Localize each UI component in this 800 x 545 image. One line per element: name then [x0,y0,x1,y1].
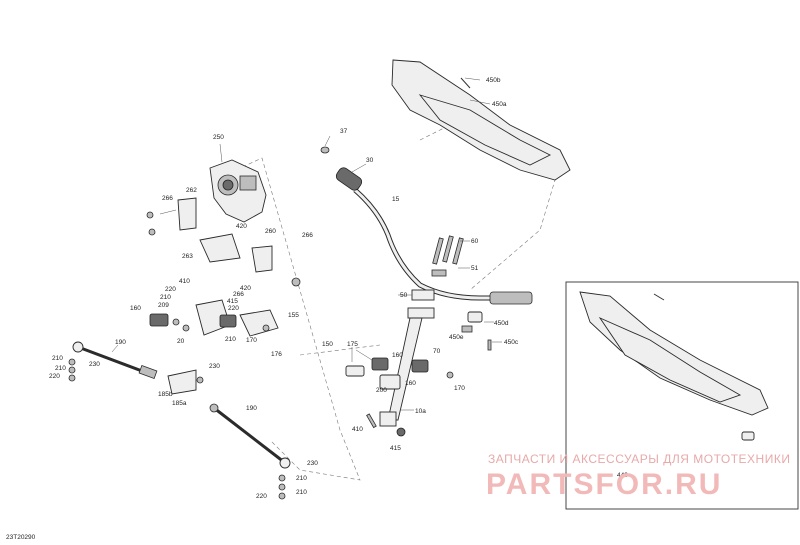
tie-rod-bracket [167,369,204,395]
callout-15: 15 [392,196,400,203]
callout-30: 30 [366,157,374,164]
callout-51: 51 [471,265,479,272]
callout-220-d: 220 [256,493,267,500]
callout-415-b: 415 [227,298,238,305]
callout-230-a: 230 [89,361,100,368]
callout-210-f: 210 [296,489,307,496]
callout-449: 449 [617,472,628,479]
callout-420-b: 420 [240,285,251,292]
callout-170-b: 170 [246,337,257,344]
handlebar-bolts [431,235,470,277]
callout-10a: 10a [415,408,426,415]
callout-176: 176 [271,351,282,358]
lower-bolts [366,413,406,437]
callout-210-e: 210 [296,475,307,482]
callout-420-a: 420 [236,223,247,230]
callout-220-c: 220 [49,373,60,380]
handlebar-clamp [398,289,435,319]
handguard-mount [461,311,502,351]
callout-37: 37 [340,128,348,135]
callout-250: 250 [213,134,224,141]
callout-70: 70 [433,348,441,355]
steering-actuator [209,143,267,223]
callout-230-c: 230 [307,460,318,467]
callout-450e: 450e [449,334,464,341]
callout-labels: 450b 450a 37 30 15 60 51 50 450d 450e 45… [49,77,628,500]
inset-box [565,281,799,510]
callout-150: 150 [322,341,333,348]
callout-170-a: 170 [454,385,465,392]
callout-210-a: 210 [160,294,171,301]
grip-left [320,135,367,191]
callout-50: 50 [400,292,408,299]
callout-220-b: 220 [228,305,239,312]
handlebar-grip [489,291,533,305]
callout-230-b: 230 [209,363,220,370]
watermark-tagline: ЗАПЧАСТИ И АКСЕССУАРЫ ДЛЯ МОТОТЕХНИКИ [488,452,790,466]
tie-rod-upper [68,341,158,382]
callout-210-c: 210 [52,355,63,362]
callout-450c: 450c [504,339,519,346]
callout-262: 262 [186,187,197,194]
callout-210-b: 210 [225,336,236,343]
callout-260: 260 [265,228,276,235]
tie-rod-lower [209,403,291,500]
callout-266-b: 266 [302,232,313,239]
callout-209: 209 [158,302,169,309]
callout-450a: 450a [492,101,507,108]
callout-60: 60 [471,238,479,245]
callout-210-d: 210 [55,365,66,372]
handlebar [353,188,533,305]
watermark-logo: PARTSFOR.RU [486,468,722,501]
callout-266-c: 266 [233,291,244,298]
callout-200: 200 [376,387,387,394]
callout-450d: 450d [494,320,509,327]
callout-410-a: 410 [352,426,363,433]
callout-450b: 450b [486,77,501,84]
callout-185b: 185b [158,391,173,398]
handguard-main [391,59,571,181]
callout-266-a: 266 [162,195,173,202]
steering-arm [149,299,279,337]
callout-220-a: 220 [165,286,176,293]
callout-20: 20 [177,338,185,345]
callout-155: 155 [288,312,299,319]
callout-160-c: 160 [130,305,141,312]
callout-185a: 185a [172,400,187,407]
callout-410-b: 410 [179,278,190,285]
mount-brackets [146,197,301,287]
drawing-code: 23T20290 [6,534,36,541]
callout-160-b: 160 [405,380,416,387]
callout-263: 263 [182,253,193,260]
callout-190-a: 190 [115,339,126,346]
callout-160-a: 160 [392,352,403,359]
watermark: ЗАПЧАСТИ И АКСЕССУАРЫ ДЛЯ МОТОТЕХНИКИ PA… [486,452,790,501]
callout-175: 175 [347,341,358,348]
callout-190-b: 190 [246,405,257,412]
column-bushings [345,347,454,390]
callout-415-a: 415 [390,445,401,452]
